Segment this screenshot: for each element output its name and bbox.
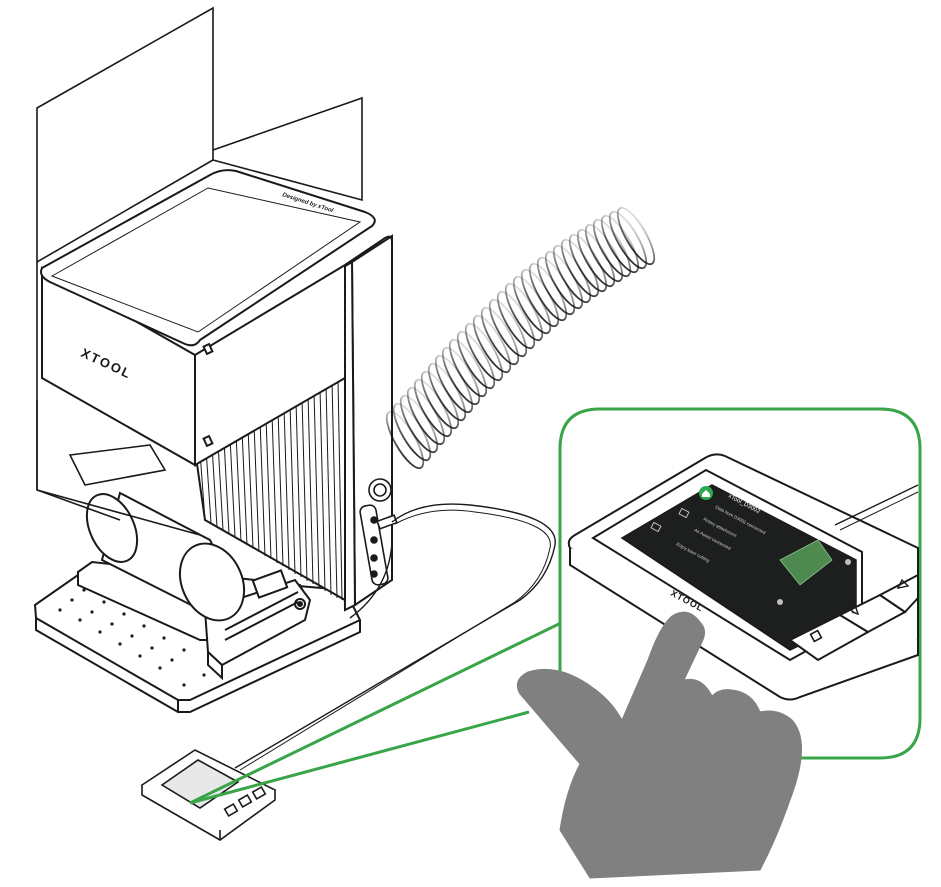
screen-machine-thumbnail bbox=[779, 539, 833, 586]
exhaust-hose bbox=[385, 206, 656, 470]
zoom-callout-lines bbox=[189, 620, 564, 805]
stop-icon bbox=[809, 629, 823, 643]
power-icon[interactable] bbox=[777, 599, 783, 605]
workpiece-cylinder bbox=[85, 491, 246, 622]
pointing-hand bbox=[516, 611, 802, 879]
base-holes bbox=[58, 588, 206, 687]
panel-screen[interactable] bbox=[620, 484, 857, 651]
zoom-cable bbox=[834, 484, 919, 526]
control-cable bbox=[234, 503, 556, 771]
enter-icon bbox=[849, 605, 860, 616]
folder-icon[interactable] bbox=[678, 507, 690, 519]
up-button[interactable] bbox=[878, 573, 919, 614]
enclosure-shield bbox=[36, 6, 363, 536]
machine-body bbox=[40, 169, 393, 612]
gear-icon[interactable] bbox=[650, 521, 662, 533]
side-ports bbox=[359, 478, 398, 586]
small-control-panel bbox=[140, 749, 277, 841]
arrow-up-icon bbox=[896, 578, 910, 589]
settings-icon[interactable] bbox=[845, 559, 851, 565]
radiator-fins bbox=[199, 377, 343, 601]
panel-zoomed bbox=[567, 453, 919, 701]
